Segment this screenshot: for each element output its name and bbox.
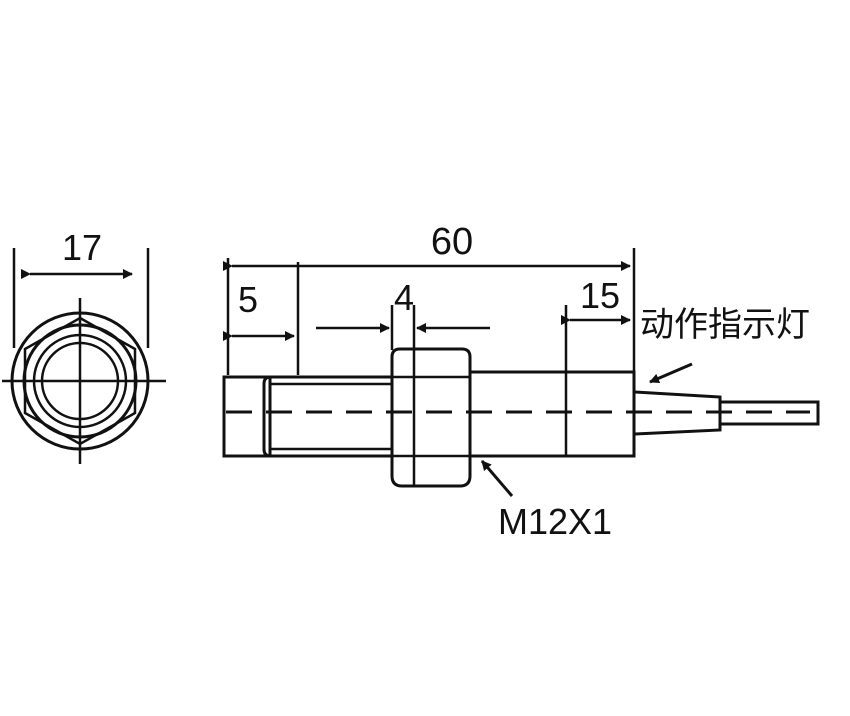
threaded-body-front: [262, 375, 392, 458]
thread-callout-arrow: [480, 460, 514, 497]
total-length-label: 60: [431, 221, 473, 263]
side-view: 60 5 4 15 动作指示灯: [222, 221, 820, 542]
nut-width-label: 4: [394, 277, 414, 318]
indicator-callout-arrow: [649, 362, 693, 384]
thread-label: M12X1: [498, 501, 612, 542]
sensor-head: [222, 375, 272, 458]
hex-nut-body: [390, 347, 472, 488]
head-length-label: 5: [238, 279, 258, 320]
front-view: 17: [2, 227, 166, 464]
width-label: 17: [62, 227, 102, 268]
tail-length-label: 15: [580, 275, 620, 316]
threaded-body-rear: [470, 370, 636, 458]
indicator-label: 动作指示灯: [640, 305, 810, 345]
